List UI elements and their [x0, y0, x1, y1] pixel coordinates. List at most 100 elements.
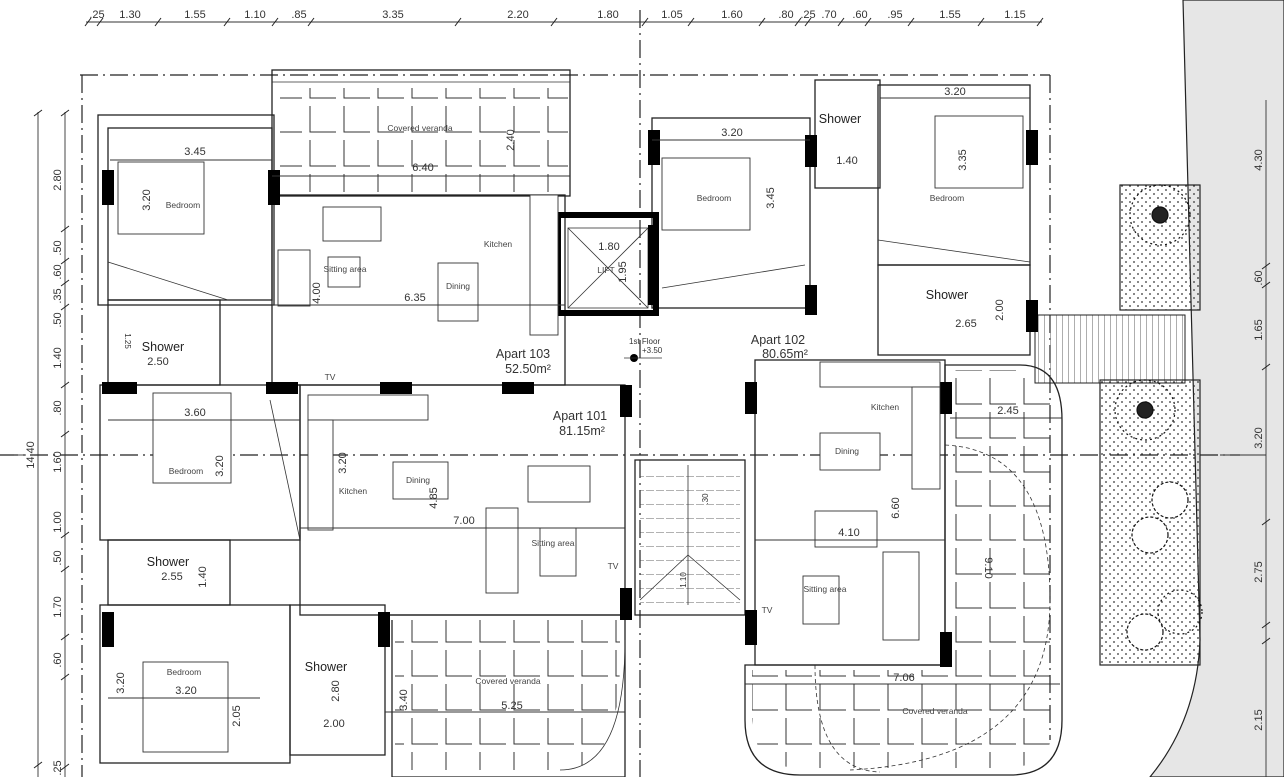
room-labels: Covered veranda Bedroom Sitting area Kit…: [142, 112, 968, 716]
level-marker: 1st Floor +3.50: [624, 337, 663, 362]
apartment-area: 81.15m²: [559, 424, 605, 438]
dim-left: .25: [52, 760, 64, 775]
room-dimension: .30: [701, 493, 710, 505]
room-dimension: 4.00: [311, 282, 323, 303]
dim-right: 1.65: [1253, 319, 1265, 340]
room-label: Dining: [406, 475, 430, 485]
sofa: [814, 510, 878, 548]
bed: [117, 161, 205, 235]
room-dimension: 9.10: [982, 557, 994, 578]
room-dimension: 3.40: [398, 689, 410, 710]
sofa: [485, 507, 519, 594]
kitchen-counter: [819, 361, 941, 388]
entrance-steps: [1034, 314, 1186, 384]
room-label: Shower: [305, 660, 347, 674]
room-dimension: 2.65: [955, 318, 976, 330]
sofa: [882, 551, 920, 641]
room-dimension: 2.50: [147, 356, 168, 368]
dim-top: 1.30: [119, 9, 140, 21]
right-dimension-chain: 4.30 .60 1.65 3.20 2.75 2.15: [1220, 100, 1271, 777]
dim-right: .60: [1253, 270, 1265, 285]
dim-top: 1.80: [597, 9, 618, 21]
room-dimension: 4.10: [838, 527, 859, 539]
apartment-name: Apart 101: [553, 409, 607, 423]
room-dimension: 3.20: [214, 455, 226, 476]
left-dimension-chain: 2.80 .50 .60 .35 .50 1.40 .80 1.60 1.00 …: [14, 109, 70, 777]
planter-top: [1119, 184, 1201, 311]
dim-top: .25: [800, 9, 815, 21]
apartment-area: 52.50m²: [505, 362, 551, 376]
room-dimension: 1.95: [617, 261, 629, 282]
dim-left: .50: [52, 240, 64, 255]
dim-right: 2.75: [1253, 561, 1265, 582]
kitchen-counter: [307, 394, 429, 421]
dim-left: 1.60: [52, 451, 64, 472]
room-label: TV: [325, 372, 336, 382]
dining-table: [819, 432, 881, 471]
dim-top: 3.35: [382, 9, 403, 21]
interior-dimensions: 3.45 3.20 6.40 2.40 6.35 4.00 1.80 1.95 …: [108, 86, 1062, 730]
room-dimension: 2.05: [231, 705, 243, 726]
room-label: Kitchen: [484, 239, 513, 249]
room-dimension: 3.20: [175, 685, 196, 697]
dim-top: 2.20: [507, 9, 528, 21]
coffee-table: [539, 527, 577, 577]
dim-top: 1.55: [939, 9, 960, 21]
room-dimension: 1.40: [197, 566, 209, 587]
room-label: Bedroom: [697, 193, 732, 203]
apartment-labels: Apart 103 52.50m² Apart 101 81.15m² Apar…: [496, 333, 808, 438]
room-dimension: 1.80: [598, 241, 619, 253]
dim-top: .70: [821, 9, 836, 21]
room-label: Sitting area: [804, 584, 847, 594]
dim-top: .60: [852, 9, 867, 21]
dim-left-total: 14.40: [25, 441, 37, 469]
room-dimension: 2.80: [330, 680, 342, 701]
room-dimension: 4.85: [428, 487, 440, 508]
dining-table: [392, 461, 449, 500]
room-dimension: 3.60: [184, 407, 205, 419]
room-label: Shower: [926, 288, 968, 302]
room-dimension: 1.25: [123, 333, 132, 349]
dim-top: 1.15: [1004, 9, 1025, 21]
dim-top: .85: [291, 9, 306, 21]
room-label: Bedroom: [166, 200, 201, 210]
coffee-table: [327, 256, 361, 288]
dim-top: .95: [887, 9, 902, 21]
dim-top: .80: [778, 9, 793, 21]
bed: [152, 392, 232, 484]
dining-table: [437, 262, 479, 322]
room-dimension: 2.00: [994, 299, 1006, 320]
dim-left: 2.80: [52, 169, 64, 190]
room-label: LIFT: [597, 265, 614, 275]
dim-top: 1.60: [721, 9, 742, 21]
dim-left: .50: [52, 550, 64, 565]
room-dimension: 7.06: [893, 672, 914, 684]
kitchen-counter: [911, 386, 941, 490]
dim-right: 2.15: [1253, 709, 1265, 730]
room-dimension: 3.35: [957, 149, 969, 170]
room-dimension: 3.20: [944, 86, 965, 98]
columns: [102, 130, 1038, 667]
dim-top: 1.05: [661, 9, 682, 21]
room-label: TV: [608, 561, 619, 571]
sofa: [322, 206, 382, 242]
dim-top: 1.55: [184, 9, 205, 21]
dim-left: 1.00: [52, 511, 64, 532]
bed: [661, 157, 751, 231]
dim-left: .50: [52, 312, 64, 327]
kitchen-counter: [307, 419, 334, 531]
room-label: Kitchen: [871, 402, 900, 412]
room-dimension: 2.40: [505, 129, 517, 150]
dim-right: 3.20: [1253, 427, 1265, 448]
apartment-area: 80.65m²: [762, 347, 808, 361]
room-dimension: 3.20: [337, 452, 349, 473]
dim-right: 4.30: [1253, 149, 1265, 170]
room-dimension: 6.35: [404, 292, 425, 304]
sofa: [527, 465, 591, 503]
room-dimension: 3.45: [184, 146, 205, 158]
room-dimension: 3.20: [115, 672, 127, 693]
room-label: Sitting area: [532, 538, 575, 548]
room-label: Covered veranda: [475, 676, 540, 686]
dim-top: 1.10: [244, 9, 265, 21]
